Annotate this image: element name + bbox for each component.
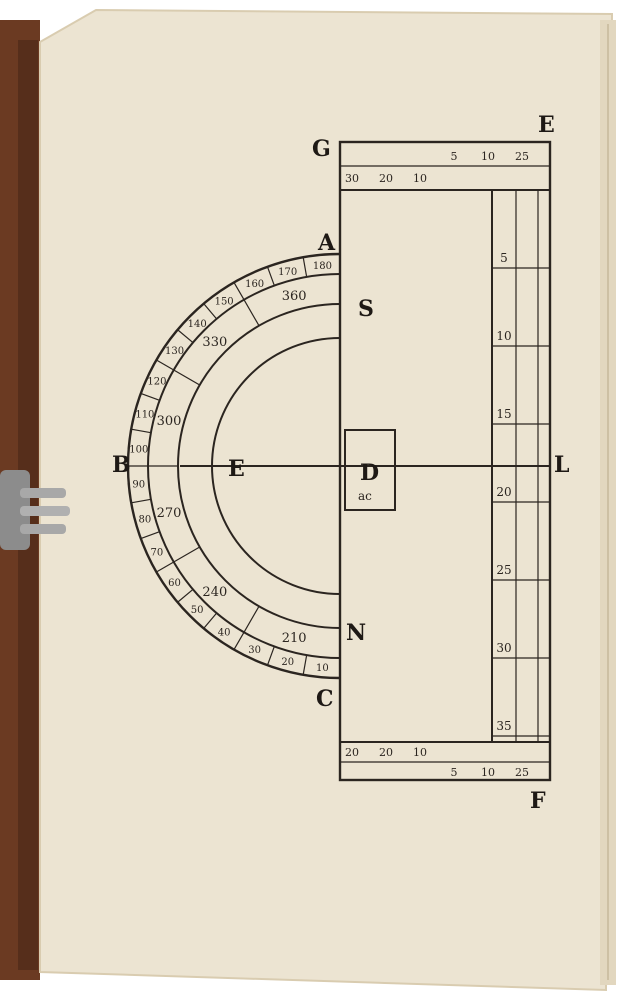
semicircle-degree-label: 20: [281, 657, 294, 668]
semicircle-tick: [177, 329, 194, 344]
semicircle-tick: [156, 561, 175, 573]
semicircle-inner-label: 300: [157, 414, 182, 429]
semicircle-degree-label: 30: [248, 645, 261, 656]
semicircle-tick: [131, 428, 152, 434]
letter-n: N: [346, 620, 366, 646]
bottom-bar-label: 5: [451, 766, 458, 779]
semicircle-degree-label: 130: [165, 346, 184, 357]
semicircle-inner-label: 210: [282, 631, 307, 646]
semicircle-tick: [266, 646, 275, 666]
bottom-bar: [339, 741, 551, 781]
semicircle-tick: [140, 531, 160, 540]
ruler-scale-label: 15: [496, 407, 511, 421]
letter-f: F: [530, 788, 546, 814]
bottom-bar-label: 10: [413, 746, 427, 759]
letter-l: L: [554, 452, 569, 478]
semicircle-tick: [302, 257, 308, 278]
semicircle-degree-label: 60: [168, 578, 181, 589]
semicircle-tick: [233, 631, 245, 650]
semicircle-inner-label: 360: [282, 289, 307, 304]
ruler-scale-label: 35: [496, 719, 511, 733]
semicircle-protractor: 10 20 30 40 50 60 70 80 90 100 110 120 130 140 150 160 1…: [126, 252, 341, 680]
semicircle-tick: [131, 498, 152, 504]
letter-d: D: [360, 460, 379, 486]
semicircle-degree-label: 80: [139, 514, 152, 525]
semicircle-degree-label: 50: [191, 605, 204, 616]
center-box-d: [344, 429, 396, 511]
semicircle-tick: [266, 266, 275, 286]
semicircle-tick: [203, 612, 218, 629]
semicircle-tick: [140, 392, 160, 401]
semicircle-tick: [203, 303, 218, 320]
semicircle-tick: [302, 654, 308, 675]
top-bar-label: 25: [515, 150, 529, 163]
semicircle-degree-label: 70: [151, 547, 164, 558]
bottom-bar-label: 20: [379, 746, 393, 759]
letter-g: G: [312, 136, 331, 162]
semicircle-degree-label: 170: [278, 267, 297, 278]
top-bar-label: 10: [413, 172, 427, 185]
ruler-scale-label: 30: [496, 641, 511, 655]
semicircle-inner-label: 330: [202, 335, 227, 350]
clasp-icon: [0, 470, 70, 550]
top-bar-label: 20: [379, 172, 393, 185]
semicircle-degree-label: 90: [132, 480, 145, 491]
center-mark: ac: [358, 489, 372, 503]
ruler-scale: 5 10 15 20 25 30 35: [492, 251, 550, 737]
semicircle-tick: [233, 282, 245, 301]
semicircle-degree-label: 160: [245, 279, 264, 290]
semicircle-degree-label: 10: [316, 663, 329, 674]
semicircle-inner-tick: [173, 369, 201, 386]
ruler-scale-label: 25: [496, 563, 511, 577]
bottom-bar-label: 10: [481, 766, 495, 779]
bottom-bar-scale: 20 20 10 5 10 25: [345, 746, 529, 779]
semicircle-degree-label: 110: [135, 410, 154, 421]
ruler-scale-label: 5: [500, 251, 508, 265]
semicircle-inner-tick: [243, 299, 260, 327]
ruler-scale-label: 10: [496, 329, 511, 343]
semicircle-degree-label: 40: [218, 627, 231, 638]
semicircle-inner-label: 240: [202, 585, 227, 600]
semicircle-tick: [177, 588, 194, 603]
letter-s: S: [358, 296, 374, 322]
letter-c: C: [316, 686, 334, 712]
top-bar-label: 10: [481, 150, 495, 163]
semicircle-degree-label: 150: [215, 297, 234, 308]
top-bar-scale: 30 20 10 5 10 25: [345, 150, 529, 185]
top-bar-label: 5: [451, 150, 458, 163]
letter-e-top: E: [538, 112, 555, 138]
semicircle-inner-label: 270: [157, 506, 182, 521]
semicircle-degree-label: 120: [147, 377, 166, 388]
semicircle-inner-tick: [173, 546, 201, 563]
semicircle-degree-label: 180: [313, 261, 332, 272]
bottom-bar-label: 25: [515, 766, 529, 779]
semicircle-degree-label: 140: [188, 319, 207, 330]
letter-b: B: [112, 452, 131, 478]
semicircle-tick: [156, 359, 175, 371]
semicircle-degree-label: 100: [129, 444, 148, 455]
letter-a: A: [317, 230, 336, 256]
semicircle-inner-tick: [243, 605, 260, 633]
top-bar-label: 30: [345, 172, 359, 185]
letter-e-center: E: [228, 456, 245, 482]
bottom-bar-label: 20: [345, 746, 359, 759]
semicircle-arc: [211, 337, 341, 595]
ruler-scale-label: 20: [496, 485, 511, 499]
